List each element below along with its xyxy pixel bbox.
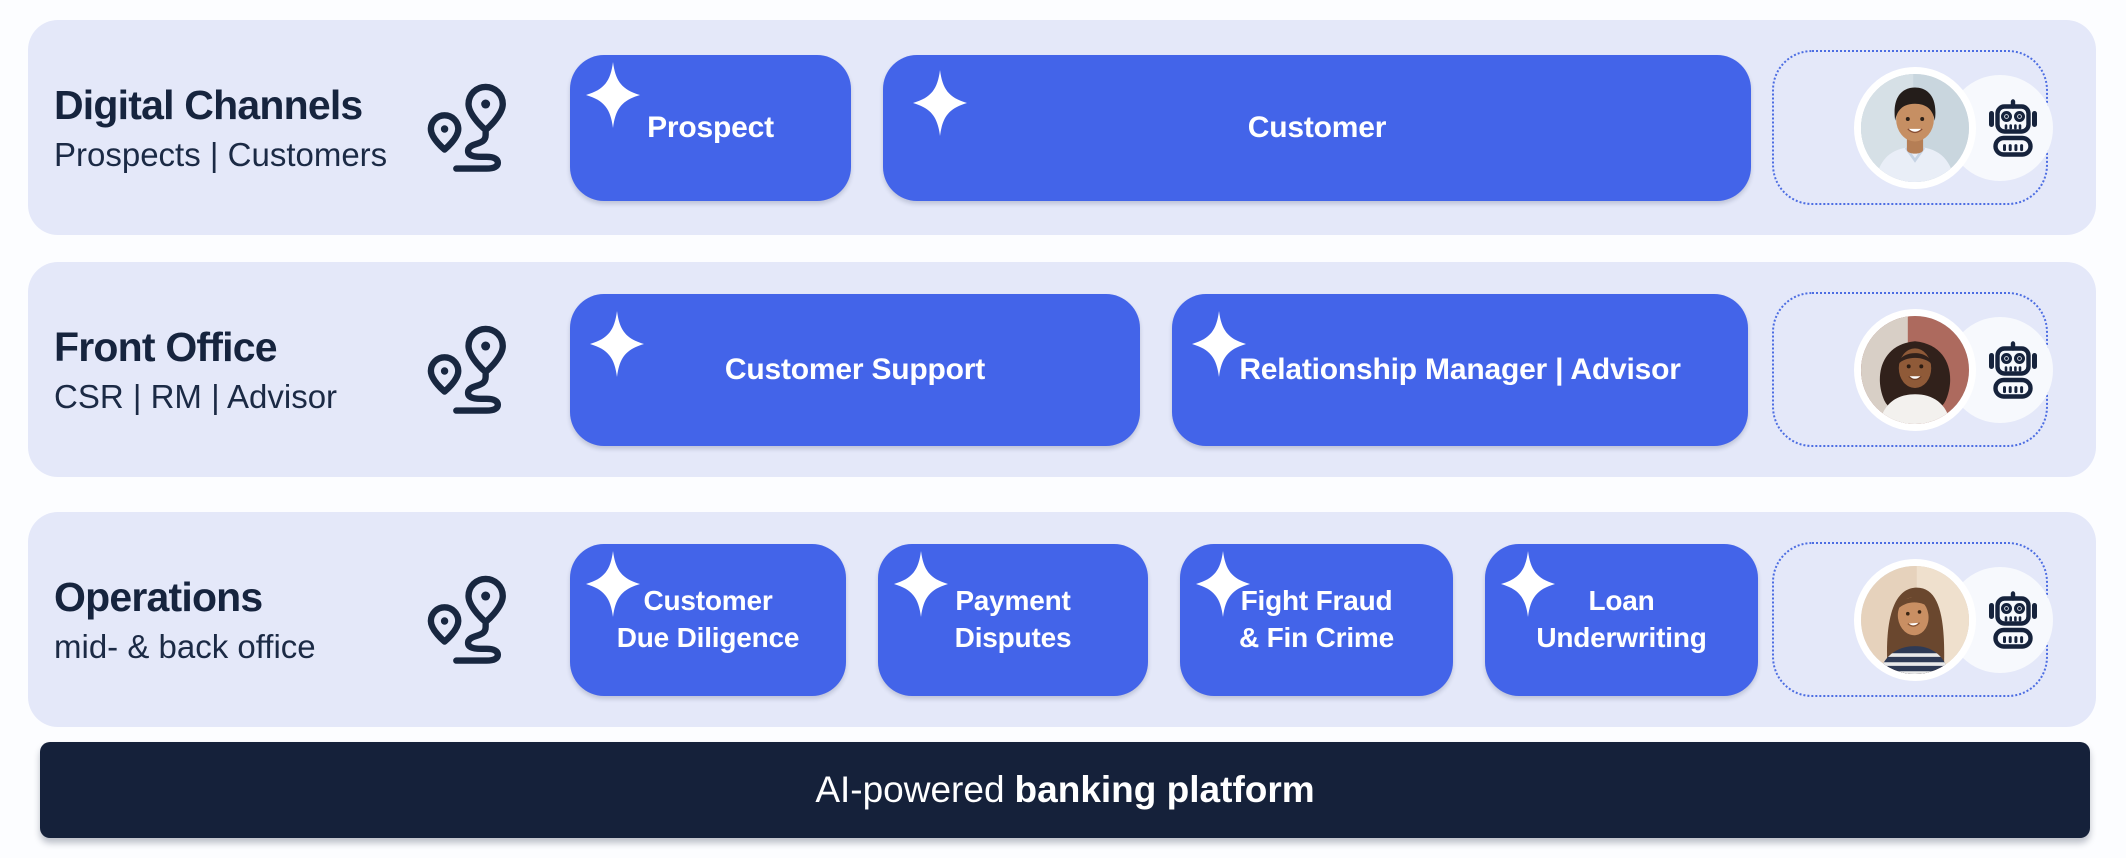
robot-icon <box>1989 590 2037 649</box>
capability-label: Customer <box>1247 110 1387 144</box>
capability-pills: Prospect Customer <box>570 54 1751 201</box>
sparkle-icon <box>1501 550 1555 618</box>
persona-box <box>1772 50 2053 205</box>
sparkle-icon <box>894 550 948 618</box>
robot-icon <box>1989 98 2037 157</box>
sparkle-icon <box>586 61 640 129</box>
capability-button-customer-support[interactable]: Customer Support <box>570 293 1140 446</box>
lane-title: Operations <box>54 573 263 620</box>
lane-title: Front Office <box>54 323 278 370</box>
capability-label: Payment Disputes <box>954 584 1072 653</box>
platform-text-bold: banking platform <box>1014 769 1315 810</box>
capability-button-relationship-manager[interactable]: Relationship Manager | Advisor <box>1172 293 1748 446</box>
capability-button-customer[interactable]: Customer <box>883 54 1751 201</box>
robot-icon <box>1989 340 2037 399</box>
lane-subtitle: CSR | RM | Advisor <box>54 377 338 415</box>
sparkle-icon <box>1196 550 1250 618</box>
capability-button-loan-underwriting[interactable]: Loan Underwriting <box>1485 543 1758 696</box>
persona-box <box>1772 542 2053 697</box>
sparkle-icon <box>913 69 967 137</box>
sparkle-icon <box>1192 310 1246 378</box>
lane-digital-channels: Digital Channels Prospects | Customers P… <box>28 20 2096 235</box>
capability-label: Relationship Manager | Advisor <box>1239 352 1681 386</box>
sparkle-icon <box>590 310 644 378</box>
lane-header: Operations mid- & back office <box>54 574 426 666</box>
route-icon <box>426 575 514 665</box>
avatar-photo <box>1854 66 1976 189</box>
lane-front-office: Front Office CSR | RM | Advisor Customer… <box>28 262 2096 477</box>
avatar-photo <box>1854 558 1976 681</box>
sparkle-icon <box>586 550 640 618</box>
capability-pills: Customer Due Diligence Payment Disputes … <box>570 543 1758 696</box>
capability-label: Prospect <box>647 110 774 144</box>
capability-button-prospect[interactable]: Prospect <box>570 54 851 201</box>
persona-box <box>1772 292 2053 447</box>
lane-header: Front Office CSR | RM | Advisor <box>54 324 426 416</box>
avatar-photo <box>1854 308 1976 431</box>
lane-operations: Operations mid- & back office Customer D… <box>28 512 2096 727</box>
capability-button-fight-fraud[interactable]: Fight Fraud & Fin Crime <box>1180 543 1453 696</box>
platform-bar: AI-powered banking platform <box>40 742 2090 838</box>
capability-pills: Customer Support Relationship Manager | … <box>570 293 1748 446</box>
capability-label: Fight Fraud & Fin Crime <box>1239 584 1394 653</box>
lane-header: Digital Channels Prospects | Customers <box>54 82 426 174</box>
platform-text-regular: AI-powered <box>815 769 1005 810</box>
capability-button-customer-due-diligence[interactable]: Customer Due Diligence <box>570 543 846 696</box>
lane-title: Digital Channels <box>54 81 363 128</box>
capability-label: Customer Support <box>724 352 986 386</box>
lane-subtitle: mid- & back office <box>54 627 316 665</box>
route-icon <box>426 83 514 173</box>
capability-button-payment-disputes[interactable]: Payment Disputes <box>878 543 1148 696</box>
route-icon <box>426 325 514 415</box>
capability-label: Loan Underwriting <box>1536 584 1707 653</box>
lane-subtitle: Prospects | Customers <box>54 135 388 173</box>
capability-label: Customer Due Diligence <box>616 584 800 653</box>
